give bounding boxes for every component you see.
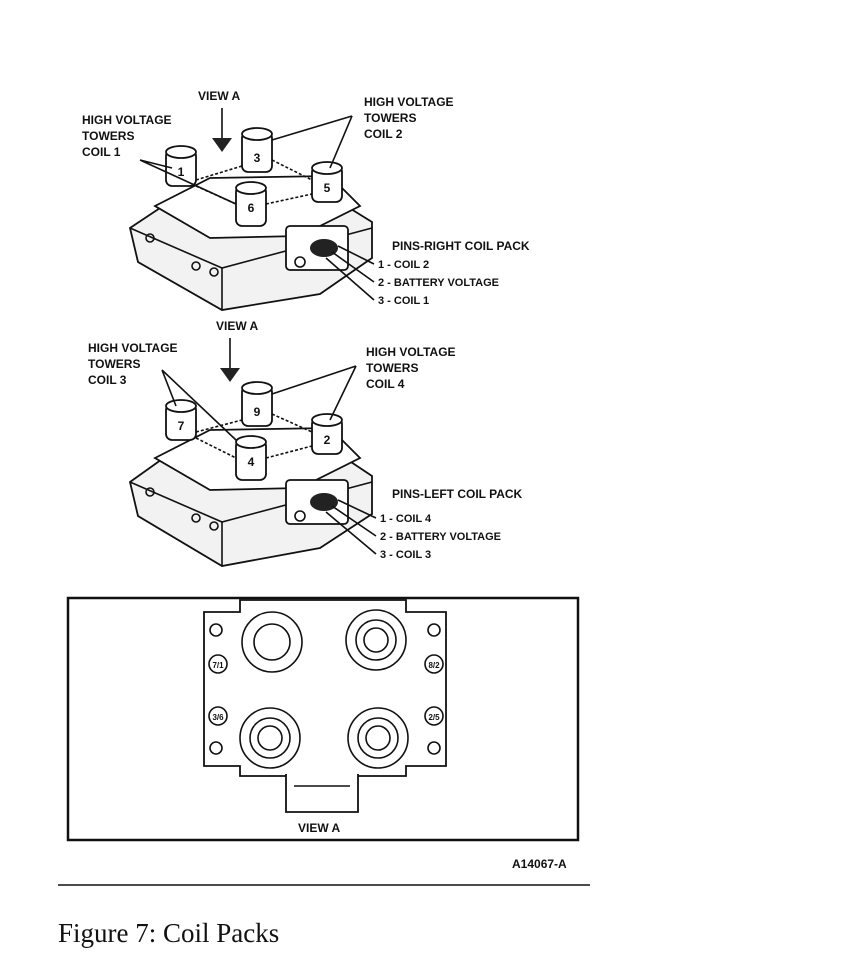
left-pin-1: 1 - COIL 4: [380, 513, 432, 525]
right-pin-2: 2 - BATTERY VOLTAGE: [378, 277, 499, 289]
tower-7: 7: [165, 399, 197, 441]
tower-number: 2: [324, 433, 331, 447]
left-pin-3: 3 - COIL 3: [380, 549, 431, 561]
hv-towers-coil3: COIL 3: [88, 373, 127, 387]
left-pins-heading: PINS-LEFT COIL PACK: [392, 487, 523, 501]
tower-number: 7: [178, 419, 185, 433]
hv-towers-line1: HIGH VOLTAGE: [82, 113, 172, 127]
part-number: A14067-A: [512, 857, 567, 871]
top-tower-br: [347, 707, 409, 769]
hv-towers-line1: HIGH VOLTAGE: [366, 345, 456, 359]
left-pack-labels: VIEW A HIGH VOLTAGE TOWERS COIL 3 HIGH V…: [88, 319, 523, 561]
top-view-panel: 7/1 8/2 3/6 2/5 VIEW A: [66, 596, 580, 842]
tower-2: 2: [311, 413, 343, 455]
view-a-label: VIEW A: [298, 821, 341, 835]
tower-number: 4: [248, 455, 255, 469]
top-tower-tr: [345, 609, 407, 671]
tower-number: 9: [254, 405, 261, 419]
corner-label: 7/1: [212, 661, 224, 670]
view-a-label: VIEW A: [216, 319, 259, 333]
hv-towers-line2: TOWERS: [364, 111, 416, 125]
hv-towers-line1: HIGH VOLTAGE: [364, 95, 454, 109]
tower-9: 9: [241, 381, 273, 427]
view-a-label: VIEW A: [198, 89, 241, 103]
right-pin-1: 1 - COIL 2: [378, 259, 429, 271]
tower-number: 6: [248, 201, 255, 215]
corner-label: 2/5: [428, 713, 440, 722]
tower-6: 6: [235, 181, 267, 227]
top-tower-tl: [241, 611, 303, 673]
top-tower-bl: [239, 707, 301, 769]
hv-towers-line2: TOWERS: [82, 129, 134, 143]
tower-number: 1: [178, 165, 185, 179]
hv-towers-line2: TOWERS: [88, 357, 140, 371]
left-pin-2: 2 - BATTERY VOLTAGE: [380, 531, 501, 543]
hv-towers-coil4: COIL 4: [366, 377, 405, 391]
right-pack-labels: VIEW A HIGH VOLTAGE TOWERS COIL 1 HIGH V…: [82, 89, 530, 307]
figure-caption: Figure 7: Coil Packs: [58, 918, 280, 948]
tower-3: 3: [241, 127, 273, 173]
tower-number: 3: [254, 151, 261, 165]
hv-towers-coil1: COIL 1: [82, 145, 121, 159]
right-pins-heading: PINS-RIGHT COIL PACK: [392, 239, 530, 253]
right-pin-3: 3 - COIL 1: [378, 295, 429, 307]
left-coil-pack: 7 9 2 4: [128, 381, 373, 567]
corner-label: 3/6: [212, 713, 224, 722]
tower-4: 4: [235, 435, 267, 481]
corner-label: 8/2: [428, 661, 440, 670]
hv-towers-line2: TOWERS: [366, 361, 418, 375]
hv-towers-line1: HIGH VOLTAGE: [88, 341, 178, 355]
hv-towers-coil2: COIL 2: [364, 127, 403, 141]
tower-1: 1: [165, 145, 197, 187]
tower-5: 5: [311, 161, 343, 203]
right-coil-pack: 1 3 5 6: [128, 127, 373, 311]
tower-number: 5: [324, 181, 331, 195]
